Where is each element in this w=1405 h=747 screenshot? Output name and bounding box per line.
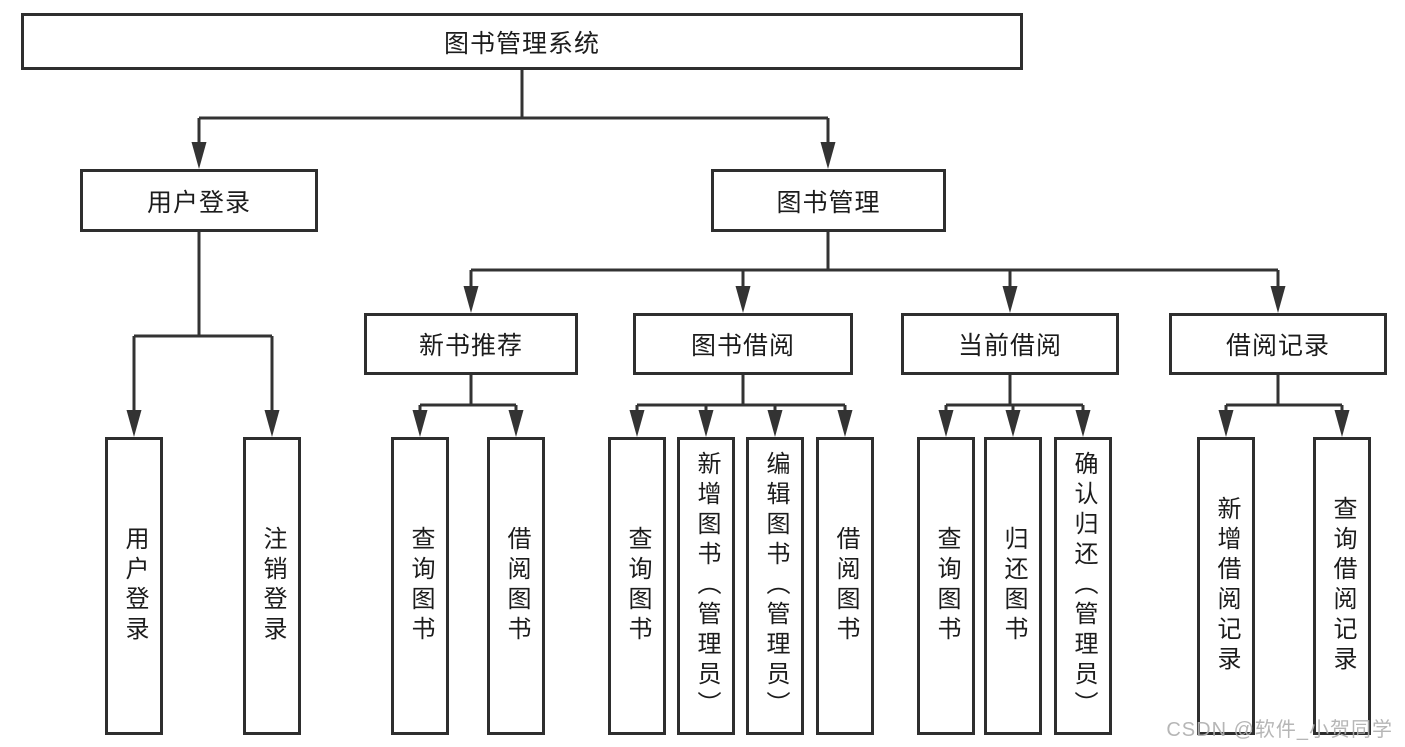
node-query-books: 查询图书 — [391, 437, 449, 735]
node-borrowing-records: 借阅记录 — [1169, 313, 1387, 375]
node-library-management-system: 图书管理系统 — [21, 13, 1023, 70]
node-edit-book-admin: 编辑图书（管理员） — [746, 437, 804, 735]
node-label: 当前借阅 — [957, 332, 1062, 360]
node-book-borrowing: 图书借阅 — [633, 313, 853, 375]
node-label: 图书借阅 — [690, 332, 795, 360]
node-return-book: 归还图书 — [984, 437, 1042, 735]
node-label: 图书管理 — [776, 188, 881, 217]
node-label: 新增图书（管理员） — [693, 451, 720, 721]
csdn-watermark: CSDN @软件_小贺同学 — [1166, 719, 1393, 741]
node-label: 查询图书 — [933, 526, 960, 646]
node-query-books: 查询图书 — [608, 437, 666, 735]
node-label: 编辑图书（管理员） — [762, 451, 789, 721]
node-label: 借阅图书 — [832, 526, 859, 646]
node-label: 新增借阅记录 — [1213, 496, 1240, 676]
node-new-book-recommendation: 新书推荐 — [364, 313, 578, 375]
node-label: 归还图书 — [1000, 526, 1027, 646]
node-label: 新书推荐 — [418, 332, 523, 360]
node-add-book-admin: 新增图书（管理员） — [677, 437, 735, 735]
node-user-login-leaf: 用户登录 — [105, 437, 163, 735]
node-add-borrow-record: 新增借阅记录 — [1197, 437, 1255, 735]
node-borrow-books: 借阅图书 — [487, 437, 545, 735]
node-label: 借阅图书 — [503, 526, 530, 646]
node-label: 图书管理系统 — [443, 29, 600, 58]
node-current-borrowing: 当前借阅 — [901, 313, 1119, 375]
node-label: 用户登录 — [146, 188, 251, 217]
node-borrow-books: 借阅图书 — [816, 437, 874, 735]
node-label: 查询借阅记录 — [1329, 496, 1356, 676]
node-logout: 注销登录 — [243, 437, 301, 735]
node-label: 确认归还（管理员） — [1070, 451, 1097, 721]
node-book-management-module: 图书管理 — [711, 169, 946, 232]
node-user-login-module: 用户登录 — [80, 169, 318, 232]
node-label: 查询图书 — [624, 526, 651, 646]
node-label: 用户登录 — [121, 526, 148, 646]
node-query-borrow-record: 查询借阅记录 — [1313, 437, 1371, 735]
node-label: 注销登录 — [259, 526, 286, 646]
arrowheads — [126, 142, 1350, 437]
node-label: 借阅记录 — [1225, 332, 1330, 360]
node-confirm-return-admin: 确认归还（管理员） — [1054, 437, 1112, 735]
node-label: 查询图书 — [407, 526, 434, 646]
node-query-books: 查询图书 — [917, 437, 975, 735]
